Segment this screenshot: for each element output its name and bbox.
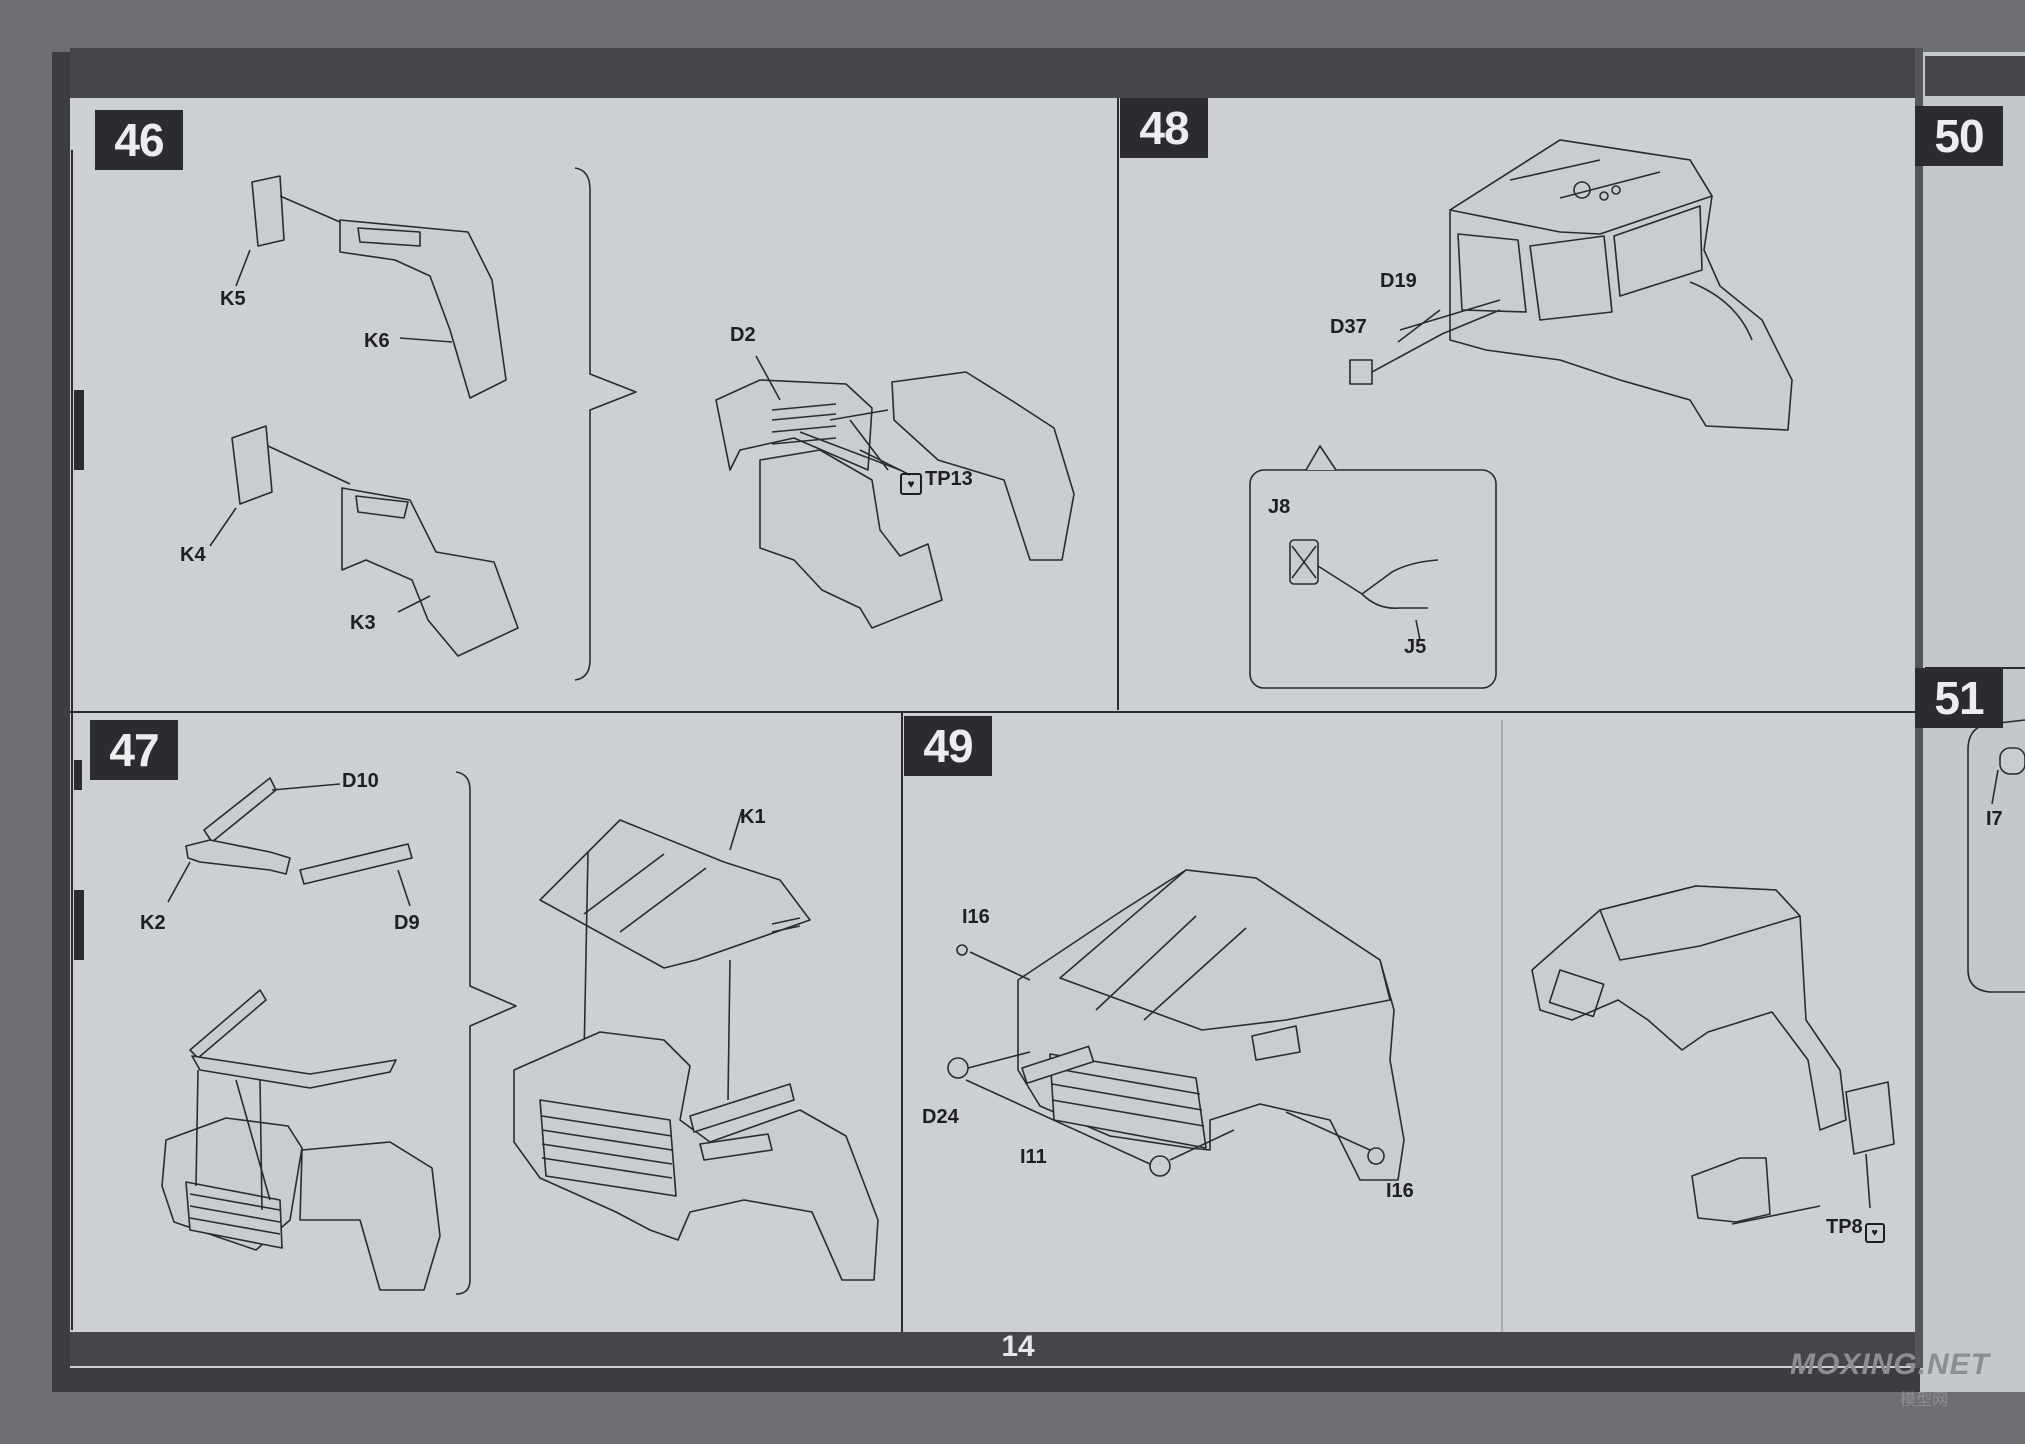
part-k1: [539, 819, 811, 969]
page-number: 14: [1001, 1330, 1035, 1363]
label-k5: K5: [220, 288, 246, 310]
part-k4: [231, 425, 273, 505]
label-i16-bottom: I16: [1386, 1180, 1414, 1202]
bracket-j5: [1317, 559, 1439, 595]
part-d9: [299, 843, 413, 885]
label-k2: K2: [140, 912, 166, 934]
label-tp8-text: TP8: [1826, 1216, 1863, 1238]
tape-tp8-left: [1691, 1157, 1771, 1223]
label-k6: K6: [364, 330, 390, 352]
label-tp8: TP8♥: [1826, 1216, 1885, 1243]
label-i11: I11: [1020, 1146, 1047, 1168]
watermark-logo: MOXING.NET: [1790, 1348, 1991, 1381]
hood-assembly-large: [513, 1031, 879, 1281]
tape-tp8-right: [1845, 1081, 1895, 1155]
label-tp13: ♥TP13: [900, 468, 973, 495]
step-50-number: 50: [1915, 106, 2003, 166]
label-d24: D24: [922, 1106, 959, 1128]
part-k3: [341, 487, 519, 657]
part-k6: [339, 219, 507, 399]
tape-icon: ♥: [1864, 1223, 1885, 1243]
label-j8: J8: [1268, 496, 1291, 518]
tape-icon: ♥: [900, 473, 922, 495]
watermark-subtext: 模型网: [1900, 1392, 1949, 1409]
label-k4: K4: [180, 544, 206, 566]
label-k3: K3: [350, 612, 376, 634]
step-49-number: 49: [904, 716, 992, 776]
step-46-number: 46: [95, 110, 183, 170]
step-48-number: 48: [1120, 98, 1208, 158]
step-47-number: 47: [90, 720, 178, 780]
next-page-top-stripe: [1925, 56, 2025, 96]
label-i16-top: I16: [962, 906, 990, 928]
part-d2-assembly: [715, 379, 873, 471]
label-d2: D2: [730, 324, 756, 346]
label-d19: D19: [1380, 270, 1417, 292]
label-i7: I7: [1986, 808, 2003, 830]
part-k2: [185, 839, 291, 875]
label-k1: K1: [740, 806, 766, 828]
label-d37: D37: [1330, 316, 1367, 338]
label-d9: D9: [394, 912, 420, 934]
part-k5: [251, 175, 285, 247]
top-stripe: [70, 48, 1920, 98]
label-tp13-text: TP13: [925, 468, 973, 490]
label-j5: J5: [1404, 636, 1427, 658]
bottom-stripe: [70, 1332, 1920, 1366]
step-51-number: 51: [1915, 668, 2003, 728]
label-d10: D10: [342, 770, 379, 792]
detail-callout-box: [1249, 469, 1497, 689]
